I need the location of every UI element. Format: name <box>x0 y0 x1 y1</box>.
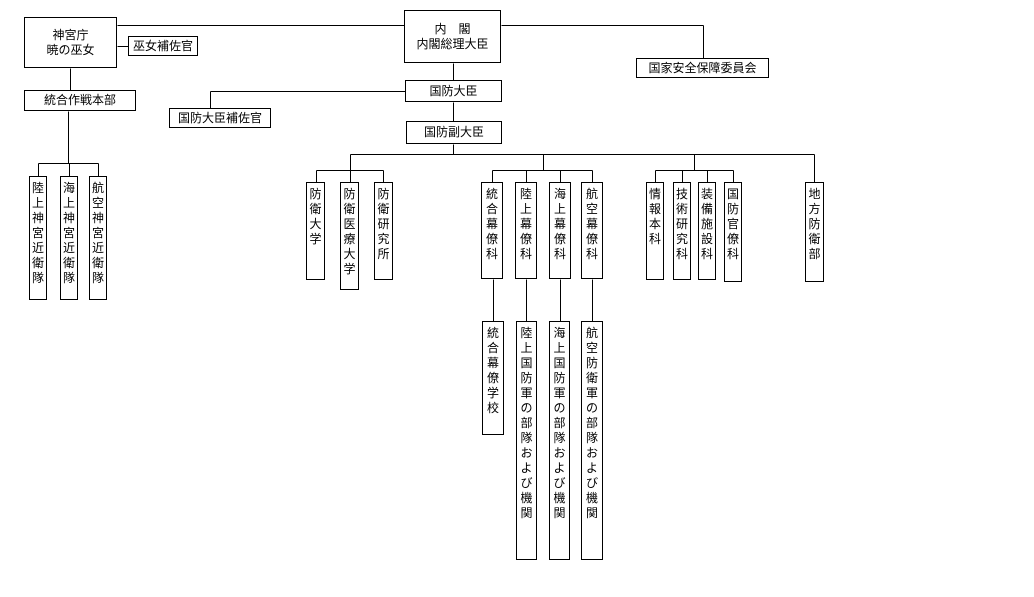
equipment-facilities-box: 装備施設科 <box>698 182 716 280</box>
navy-shrine-guard-label: 海上神宮近衛隊 <box>62 181 75 285</box>
maritime-staff-box: 海上幕僚科 <box>549 182 571 279</box>
priestess-aide-box: 巫女補佐官 <box>128 36 198 56</box>
air-units-box: 航空防衛軍の部隊および機関 <box>581 321 603 560</box>
intelligence-label: 情報本科 <box>648 187 661 246</box>
cabinet-title: 内 閣 <box>434 21 471 36</box>
medical-college-box: 防衛医療大学 <box>340 182 359 290</box>
medical-college-label: 防衛医療大学 <box>343 187 356 276</box>
navy-shrine-guard-box: 海上神宮近衛隊 <box>60 176 78 300</box>
defense-academy-label: 防衛大学 <box>309 187 322 246</box>
maritime-units-box: 海上国防軍の部隊および機関 <box>549 321 570 560</box>
research-institute-label: 防衛研究所 <box>377 187 390 261</box>
dawn-priestess-title: 暁の巫女 <box>46 42 95 57</box>
equipment-facilities-label: 装備施設科 <box>700 187 713 261</box>
joint-staff-label: 統合幕僚科 <box>485 187 498 261</box>
air-shrine-guard-box: 航空神宮近衛隊 <box>89 176 107 300</box>
joint-operations-hq-box: 統合作戦本部 <box>24 90 136 111</box>
ministry-bureaucrats-box: 国防官僚科 <box>724 182 742 282</box>
tech-research-box: 技術研究科 <box>673 182 691 280</box>
ground-staff-label: 陸上幕僚科 <box>519 187 532 261</box>
maritime-units-label: 海上国防軍の部隊および機関 <box>553 326 566 520</box>
prime-minister-title: 内閣総理大臣 <box>416 36 489 51</box>
joint-staff-box: 統合幕僚科 <box>481 182 503 279</box>
joint-staff-school-box: 統合幕僚学校 <box>482 321 504 435</box>
regional-defense-box: 地方防衛部 <box>805 182 824 282</box>
cabinet-box: 内 閣 内閣総理大臣 <box>404 10 501 63</box>
minister-aide-box: 国防大臣補佐官 <box>169 108 271 128</box>
intelligence-box: 情報本科 <box>646 182 664 280</box>
air-staff-box: 航空幕僚科 <box>581 182 603 279</box>
defense-minister-box: 国防大臣 <box>405 80 502 102</box>
ground-units-label: 陸上国防軍の部隊および機関 <box>520 326 533 520</box>
research-institute-box: 防衛研究所 <box>374 182 393 280</box>
regional-defense-label: 地方防衛部 <box>808 187 821 261</box>
ground-units-box: 陸上国防軍の部隊および機関 <box>516 321 537 560</box>
army-shrine-guard-label: 陸上神宮近衛隊 <box>31 181 44 285</box>
ground-staff-box: 陸上幕僚科 <box>515 182 537 279</box>
air-units-label: 航空防衛軍の部隊および機関 <box>585 326 598 520</box>
shrine-agency-box: 神宮庁 暁の巫女 <box>24 17 117 68</box>
maritime-staff-label: 海上幕僚科 <box>553 187 566 261</box>
army-shrine-guard-box: 陸上神宮近衛隊 <box>29 176 47 300</box>
air-shrine-guard-label: 航空神宮近衛隊 <box>91 181 104 285</box>
joint-staff-school-label: 統合幕僚学校 <box>486 326 499 415</box>
ministry-bureaucrats-label: 国防官僚科 <box>726 187 739 261</box>
air-staff-label: 航空幕僚科 <box>585 187 598 261</box>
shrine-agency-title: 神宮庁 <box>52 27 89 42</box>
tech-research-label: 技術研究科 <box>675 187 688 261</box>
defense-academy-box: 防衛大学 <box>306 182 325 280</box>
national-security-council-box: 国家安全保障委員会 <box>636 58 769 78</box>
vice-minister-box: 国防副大臣 <box>406 121 502 144</box>
